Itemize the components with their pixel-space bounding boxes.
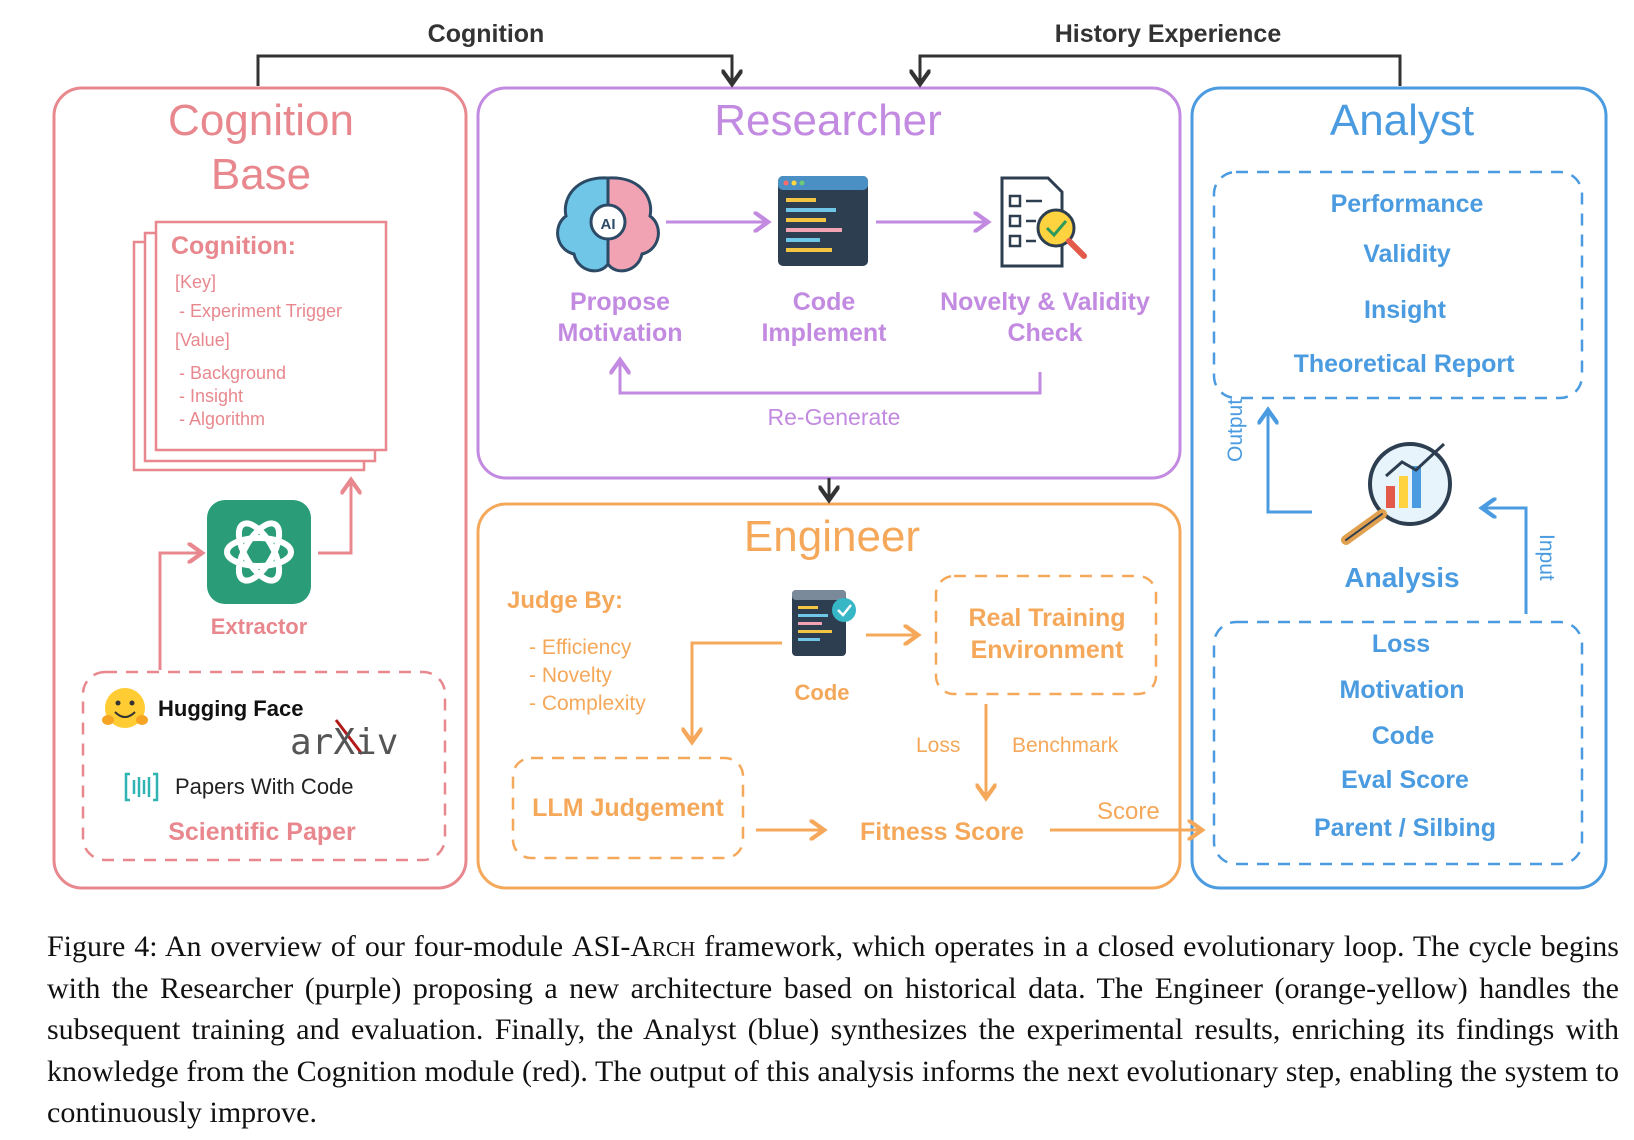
caption-prefix: Figure 4: An overview of our four-module [47,930,572,963]
analyst-output-box [1212,170,1584,400]
code-check-icon [792,590,856,656]
history-experience-label: History Experience [1054,20,1282,48]
history-experience-arrow [920,54,1402,86]
cognition-card-key-item: - Experiment Trigger [179,301,343,321]
llm-judgement-box [511,756,745,860]
cognition-base-box [52,86,468,890]
analyst-output-item: Insight [1364,296,1446,324]
fitness-score-label: Fitness Score [860,818,1024,846]
regenerate-label: Re-Generate [767,404,901,430]
output-label: Output [1224,398,1247,462]
code-to-llm-arrow [692,641,782,740]
propose-motivation-line1: Propose [569,288,671,316]
score-label: Score [1097,798,1160,825]
cognition-card [154,220,388,452]
propose-motivation-line2: Motivation [557,319,683,347]
analyst-output-item: Validity [1363,240,1451,268]
regenerate-loop-arrow [620,362,1042,395]
arxiv-label: arXiv [290,722,399,763]
criteria-item: - Efficiency [529,636,632,659]
analyst-box [1190,86,1608,890]
novelty-check-line1: Novelty & Validity [940,288,1150,316]
real-training-env-box [934,574,1158,696]
cognition-base-title-line2: Base [210,150,312,199]
analysis-label: Analysis [1344,562,1460,593]
cognition-card-value-item: - Background [179,363,287,383]
analyst-input-item: Eval Score [1341,766,1469,794]
hugging-face-icon [102,688,148,728]
analyst-title: Analyst [1329,96,1475,145]
analyst-input-item: Parent / Silbing [1314,814,1496,842]
cognition-card-key: [Key] [175,272,217,292]
code-window-icon [778,176,868,266]
engineer-box [476,502,1182,890]
figure-caption: Figure 4: An overview of our four-module… [47,926,1619,1134]
input-label: Input [1535,534,1558,581]
hugging-face-label: Hugging Face [158,696,304,721]
scientific-paper-label: Scientific Paper [168,818,356,846]
loss-label: Loss [916,734,961,757]
framework-diagram: AI [52,54,1608,890]
analyst-input-item: Motivation [1339,676,1465,704]
analyst-output-item: Theoretical Report [1293,350,1515,378]
analysis-magnifier-icon [1341,442,1452,545]
caption-body: framework, which operates in a closed ev… [47,930,1619,1129]
researcher-title: Researcher [714,96,942,145]
engineer-code-label: Code [794,680,850,705]
code-implement-line1: Code [792,288,856,316]
analysis-to-output-arrow [1268,412,1312,514]
llm-judgement-label: LLM Judgement [532,794,724,822]
arxiv-x-mark [334,719,364,755]
papers-with-code-label: Papers With Code [175,774,354,799]
cognition-card-value-item: - Insight [179,386,244,406]
svg-text:AI: AI [601,216,616,233]
engineer-title: Engineer [743,512,921,561]
ai-brain-icon: AI [556,176,660,273]
cognition-card-heading: Cognition: [171,232,296,260]
real-training-line1: Real Training [968,604,1126,632]
paper-to-extractor-arrow [158,553,200,670]
scientific-paper-box [81,670,447,862]
cognition-base-title-line1: Cognition [168,96,354,145]
cognition-arrow-label: Cognition [427,20,545,48]
input-to-analysis-arrow [1484,508,1528,614]
novelty-check-line2: Check [1007,319,1083,347]
extractor-label: Extractor [210,614,308,639]
criteria-item: - Complexity [529,692,646,715]
criteria-item: - Novelty [529,664,612,687]
extractor-to-cognition-arrow [318,482,351,555]
caption-framework-name: ASI-Arch [571,930,696,963]
analyst-input-item: Loss [1371,630,1431,658]
extractor-icon [207,500,311,604]
code-implement-line2: Implement [761,319,887,347]
analyst-input-item: Code [1371,722,1435,750]
benchmark-label: Benchmark [1012,734,1119,757]
analyst-output-item: Performance [1330,190,1484,218]
cognition-arrow [256,54,732,86]
papers-with-code-icon [124,772,159,802]
cognition-card-value: [Value] [175,330,230,350]
real-training-line2: Environment [970,636,1124,664]
checklist-magnifier-icon [1000,176,1087,268]
judge-by-label: Judge By: [507,587,624,614]
cognition-card-value-item: - Algorithm [179,409,266,429]
